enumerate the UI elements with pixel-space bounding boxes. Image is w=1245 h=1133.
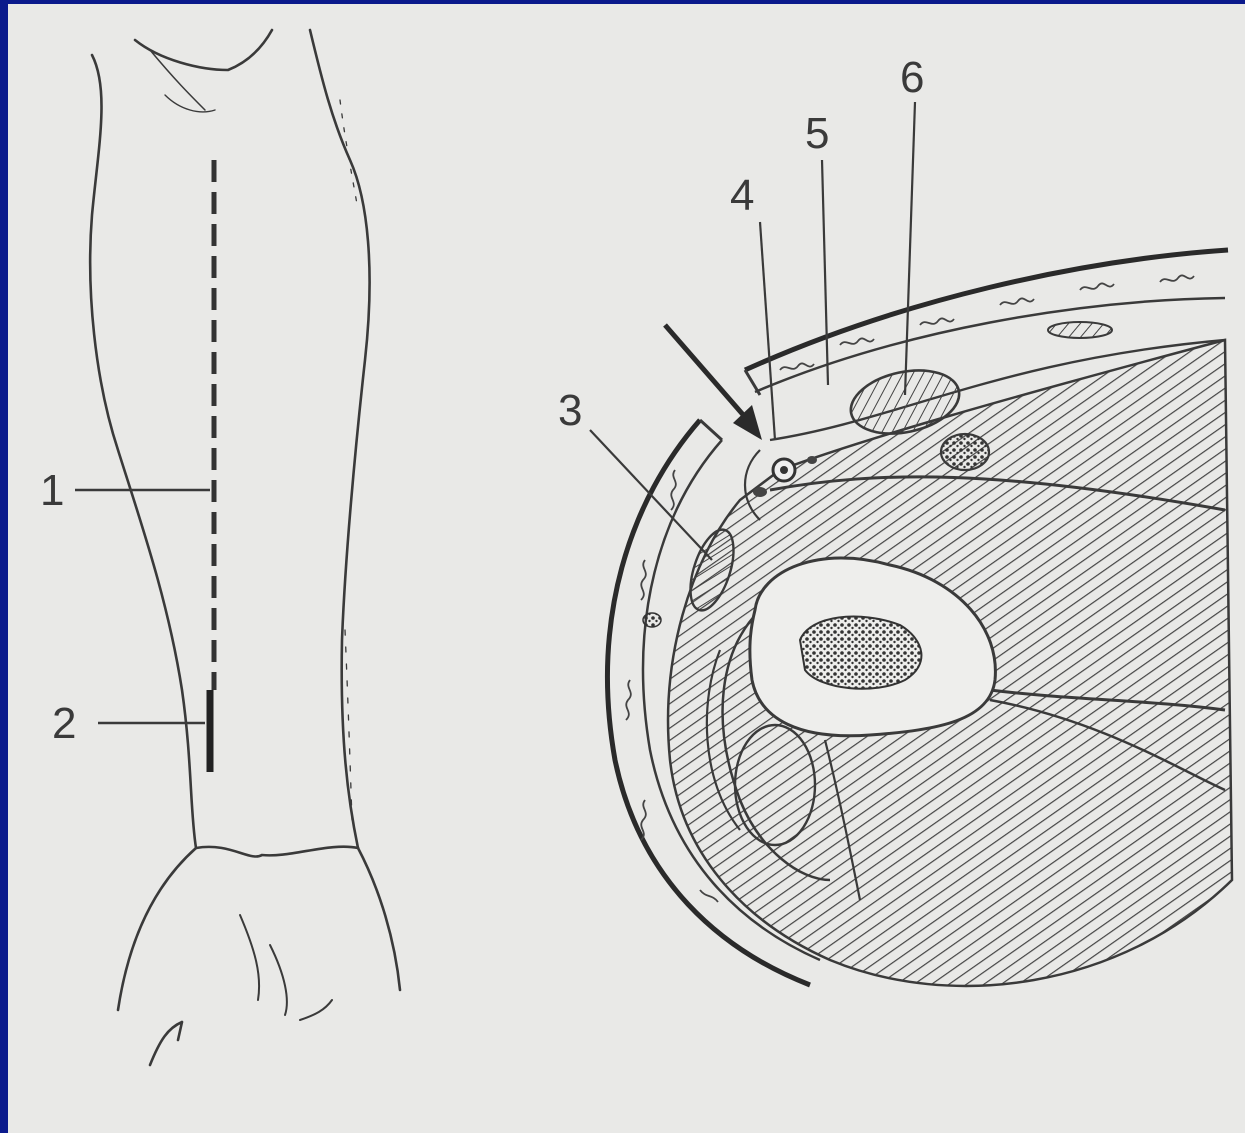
leader-line-3 <box>590 430 712 560</box>
leader-line-4 <box>760 222 775 440</box>
arrow-indicator <box>665 325 762 440</box>
leader-line-5 <box>822 160 828 385</box>
label-1: 1 <box>40 466 64 515</box>
label-2: 2 <box>52 699 76 748</box>
cross-section <box>608 250 1232 986</box>
label-3: 3 <box>558 386 582 435</box>
label-6: 6 <box>900 53 924 102</box>
bone-marrow <box>800 617 921 689</box>
leader-line-6 <box>905 102 915 395</box>
label-5: 5 <box>805 109 829 158</box>
limb-outline <box>90 30 400 1065</box>
label-4: 4 <box>730 171 754 220</box>
